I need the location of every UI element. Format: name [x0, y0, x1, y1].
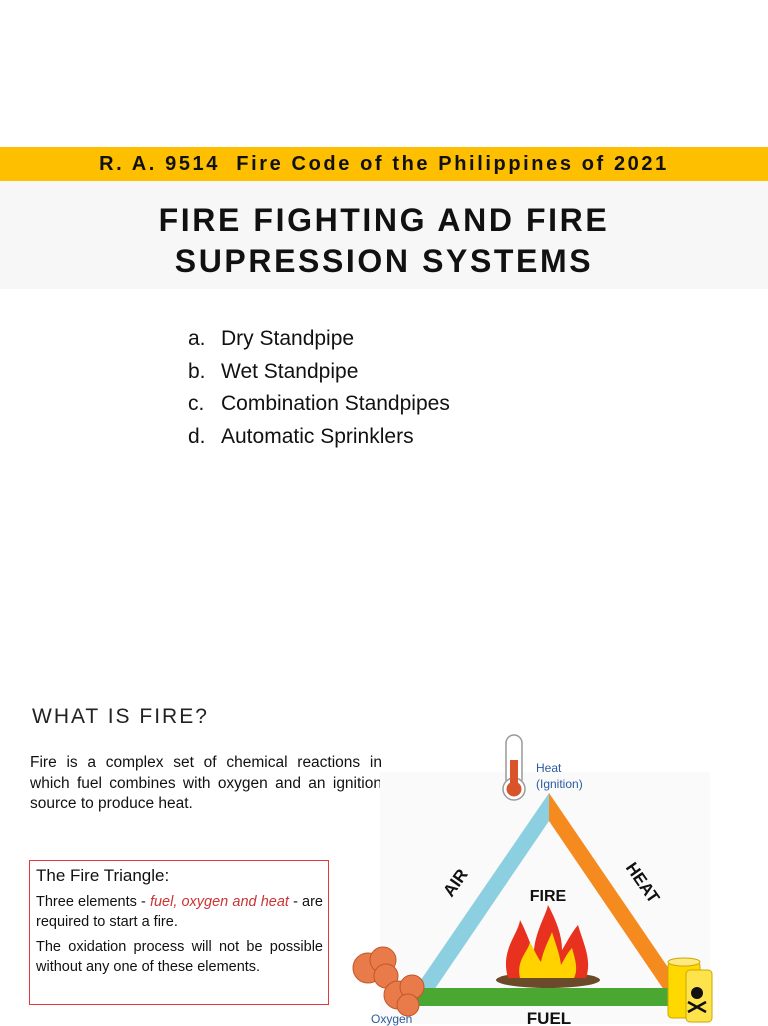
page-title-line-1: FIRE FIGHTING AND FIRE [158, 202, 610, 238]
fuel-barrel-icon [667, 957, 713, 1023]
list-item-text: Automatic Sprinklers [221, 424, 414, 448]
systems-list: a. Dry Standpipe b. Wet Standpipe c. Combin… [188, 323, 450, 453]
list-marker: d. [188, 424, 206, 448]
fuel-side [408, 988, 672, 1006]
fuel-label: FUEL [527, 1009, 571, 1024]
highlight-text: fuel, oxygen and heat [149, 894, 289, 910]
fire-label: FIRE [530, 888, 567, 905]
list-item: a. Dry Standpipe [188, 323, 450, 356]
box-text: Three elements - [36, 894, 150, 910]
box-paragraph-elements: Three elements - fuel, oxygen and heat -… [36, 893, 323, 932]
list-marker: a. [188, 327, 206, 350]
oxygen-label: Oxygen [371, 1012, 413, 1026]
document-banner: R. A. 9514 Fire Code of the Philippines … [0, 147, 768, 181]
intro-paragraph: Fire is a complex set of chemical reacti… [30, 754, 382, 812]
heat-ignition-label: Heat (Ignition) [536, 760, 583, 792]
fire-triangle-box: The Fire Triangle: Three elements - fuel… [29, 860, 329, 1005]
page-title: FIRE FIGHTING AND FIRE SUPRESSION SYSTEM… [0, 200, 768, 282]
list-item: d. Automatic Sprinklers [188, 421, 450, 454]
list-item-text: Dry Standpipe [221, 327, 355, 350]
title-band [0, 181, 768, 289]
air-side [414, 793, 549, 996]
heat-label-line-1: Heat [536, 761, 562, 775]
list-marker: c. [188, 392, 205, 415]
list-item: c. Combination Standpipes [188, 388, 450, 421]
page-title-line-2: SUPRESSION SYSTEMS [174, 243, 594, 279]
list-item-text: Wet Standpipe [221, 359, 359, 383]
heat-label-line-2: (Ignition) [536, 777, 583, 791]
flame-icon [496, 905, 600, 988]
oxygen-cloud-icon [352, 946, 425, 1017]
box-text: - are required to start a fire. [36, 894, 323, 930]
thermometer-icon [502, 734, 526, 801]
list-item: b. Wet Standpipe [188, 356, 450, 389]
heat-side [549, 793, 680, 990]
box-paragraph-oxidation: The oxidation process will not be possib… [36, 939, 323, 975]
box-title: The Fire Triangle: [36, 866, 170, 885]
list-marker: b. [188, 359, 206, 383]
section-heading: WHAT IS FIRE? [32, 705, 209, 728]
list-item-text: Combination Standpipes [221, 392, 450, 415]
fire-triangle-diagram: AIR HEAT FUEL FIRE [352, 734, 713, 1024]
